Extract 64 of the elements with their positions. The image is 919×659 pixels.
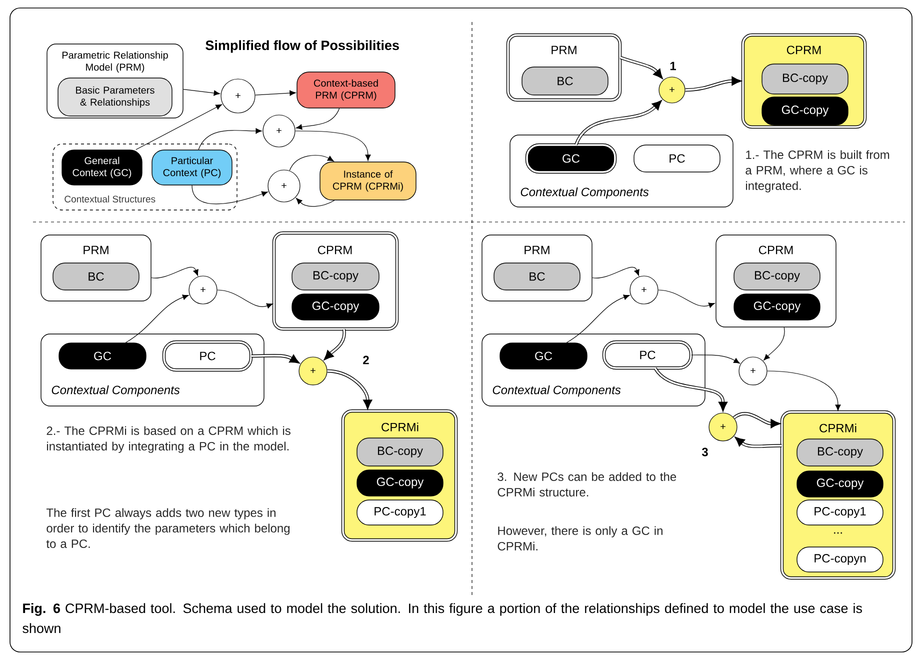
note-text: The first PC always adds two new types in order to identify the parameters which belong to a PC. bbox=[46, 508, 290, 548]
component-pill: GC bbox=[525, 143, 617, 174]
arrow bbox=[251, 354, 300, 364]
component-pill: PC bbox=[162, 340, 253, 372]
note-text: 2.- The CPRMi is based on a CPRM which is instantiated by integrating a PC in the model. bbox=[46, 426, 290, 453]
arrow bbox=[324, 329, 346, 360]
arrow bbox=[691, 354, 740, 364]
component-pill: PC-copy1 bbox=[796, 500, 884, 526]
arrow bbox=[217, 290, 273, 308]
arrow bbox=[733, 412, 781, 428]
component-pill: BC-copy bbox=[292, 262, 380, 290]
arrow bbox=[566, 294, 630, 343]
component-pill: GC-copy bbox=[734, 294, 820, 320]
arrow bbox=[658, 290, 715, 308]
arrow bbox=[295, 130, 371, 161]
arrow bbox=[198, 128, 262, 150]
component-pill: Basic Parameters & Relationships bbox=[58, 78, 172, 116]
component-pill: PC bbox=[634, 144, 720, 172]
arrow bbox=[685, 76, 742, 92]
step-number: 2 bbox=[363, 356, 369, 364]
arrow bbox=[734, 436, 782, 448]
component-pill: Instance of CPRM (CPRMi) bbox=[320, 162, 416, 200]
note-text: 1.- The CPRM is built from a PRM, where a GC is integrated. bbox=[746, 150, 890, 192]
note-text: 3. New PCs can be added to the CPRMi structure. bbox=[498, 472, 676, 496]
arrow bbox=[151, 266, 198, 278]
arrow bbox=[764, 327, 785, 360]
figure-caption: Fig. 6 CPRM-based tool. Schema used to model the solution. In this figure a portion of the relationships defined to model the use case is shown bbox=[22, 603, 862, 634]
component-pill: GC-copy bbox=[292, 294, 380, 320]
arrow bbox=[327, 369, 372, 410]
component-pill: PC-copy1 bbox=[356, 500, 444, 526]
arrow bbox=[654, 367, 728, 412]
arrow bbox=[296, 198, 335, 207]
component-pill: Particular Context (PC) bbox=[152, 150, 232, 186]
arrow bbox=[192, 185, 268, 204]
component-pill: BC-copy bbox=[796, 438, 884, 466]
arrow bbox=[136, 104, 222, 150]
arrow bbox=[289, 154, 334, 171]
arrow bbox=[254, 90, 296, 96]
component-pill: PC bbox=[602, 340, 693, 370]
component-pill: GC-copy bbox=[762, 96, 848, 126]
component-pill: BC bbox=[522, 66, 608, 96]
component-pill: Context-based PRM (CPRM) bbox=[296, 72, 396, 108]
component-pill: BC bbox=[52, 262, 140, 290]
panel-title: Simplified flow of Possibilities bbox=[206, 40, 399, 53]
step-number: 1 bbox=[670, 62, 676, 70]
arrow bbox=[574, 100, 662, 146]
component-pill: General Context (GC) bbox=[62, 150, 142, 186]
component-pill: BC-copy bbox=[762, 64, 848, 94]
arrow bbox=[296, 108, 340, 130]
arrow bbox=[620, 56, 664, 80]
component-pill: BC-copy bbox=[734, 262, 820, 290]
arrow bbox=[125, 294, 189, 343]
arrow bbox=[183, 89, 220, 96]
step-number: 3 bbox=[702, 448, 708, 456]
component-pill: GC bbox=[500, 342, 588, 370]
component-pill: PC-copyn bbox=[796, 546, 884, 572]
arrow bbox=[592, 266, 640, 278]
component-pill: BC-copy bbox=[356, 438, 444, 466]
component-pill: GC-copy bbox=[356, 470, 444, 496]
component-pill: GC bbox=[58, 342, 146, 370]
component-pill: BC bbox=[494, 262, 580, 290]
arrow bbox=[767, 370, 841, 411]
component-pill: GC-copy bbox=[796, 470, 884, 498]
note-text: However, there is only a GC in CPRMi. bbox=[498, 526, 662, 550]
